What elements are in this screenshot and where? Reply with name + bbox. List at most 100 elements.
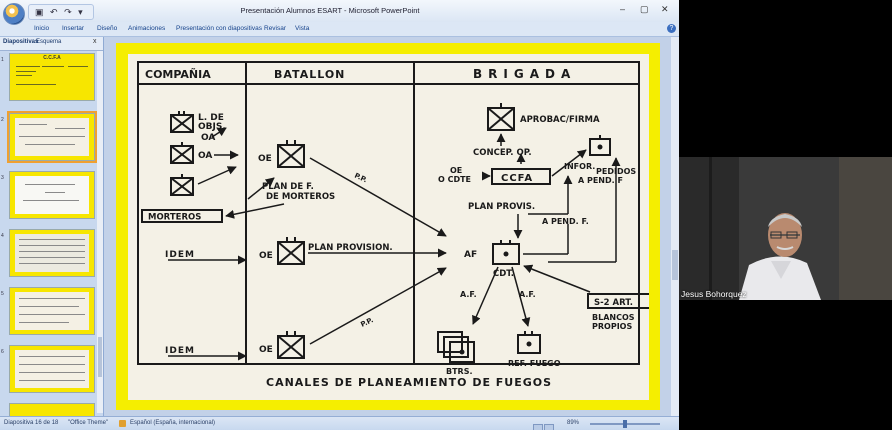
office-button-icon[interactable]: [3, 3, 25, 25]
normal-view-icon[interactable]: [533, 424, 543, 430]
tab-inicio[interactable]: Inicio: [34, 25, 50, 32]
slide-yellow-frame: COMPAÑIA BATALLON BRIGADA L. DE OBJS.: [116, 43, 660, 410]
save-icon[interactable]: ▣: [35, 7, 44, 17]
tab-diseno[interactable]: Diseño: [97, 25, 118, 32]
help-icon[interactable]: ?: [667, 24, 676, 33]
powerpoint-window: ▣ ↶ ↷ ▾ Presentación Alumnos ESART - Mic…: [0, 0, 679, 430]
theme-name: "Office Theme": [68, 420, 109, 426]
status-bar: Diapositiva 16 de 18 "Office Theme" Espa…: [0, 416, 679, 430]
close-button[interactable]: ✕: [661, 4, 669, 14]
fire-planning-diagram: COMPAÑIA BATALLON BRIGADA L. DE OBJS.: [137, 61, 651, 389]
label-concep: CONCEP. OP.: [473, 148, 532, 158]
thumbnail-number: 3: [1, 175, 4, 181]
quick-access-toolbar: ▣ ↶ ↷ ▾: [28, 4, 94, 20]
zoom-slider-knob[interactable]: [623, 420, 627, 428]
close-pane-icon[interactable]: x: [93, 38, 97, 45]
window-title: Presentación Alumnos ESART - Microsoft P…: [240, 6, 420, 15]
label-a-pend: A PEND. F.: [542, 217, 589, 226]
battalion-unit-symbols: [277, 140, 305, 359]
label-oe-cdte-2: O CDTE: [438, 175, 471, 184]
webcam-video: Jesus Bohorquez: [679, 157, 892, 300]
label-morteros: MORTEROS: [148, 213, 201, 223]
slide-scrollbar-thumb[interactable]: [672, 250, 678, 280]
thumbnail-number: 6: [1, 349, 4, 355]
zoom-level[interactable]: 89%: [567, 420, 580, 426]
morteros-box: [141, 209, 223, 223]
label-plan-provis: PLAN PROVIS.: [468, 202, 535, 212]
label-s2-art: S-2 ART.: [594, 298, 633, 308]
slide-editing-area: COMPAÑIA BATALLON BRIGADA L. DE OBJS.: [104, 37, 671, 416]
slide-vertical-scrollbar[interactable]: [671, 37, 679, 416]
label-pp-1: P.P.: [353, 172, 368, 185]
customize-qat-icon[interactable]: ▾: [78, 7, 83, 17]
undo-icon[interactable]: ↶: [50, 7, 58, 17]
slide-thumbnail-6[interactable]: [9, 345, 95, 393]
thumbnail-number: 2: [1, 117, 4, 123]
tab-insertar[interactable]: Insertar: [62, 25, 85, 32]
label-af: AF: [464, 250, 477, 260]
header-brigade: BRIGADA: [473, 67, 576, 81]
label-blancos-1: BLANCOS: [592, 313, 635, 322]
thumbnail-number: 5: [1, 291, 4, 297]
label-oe-2: OE: [259, 251, 273, 261]
slide-thumbnail-2[interactable]: [7, 111, 97, 163]
slides-pane: Diapositivas Esquema x 1 C.C.F.A 2 3: [0, 37, 104, 416]
slide-footer-title: CANALES DE PLANEAMIENTO DE FUEGOS: [266, 376, 552, 389]
tab-slides[interactable]: Diapositivas: [3, 39, 39, 45]
ribbon-tabs: Inicio Insertar Diseño Animaciones Prese…: [0, 22, 679, 37]
label-obj-2: OBJS.: [198, 122, 226, 132]
label-af-left: A.F.: [460, 290, 477, 299]
tab-revisar[interactable]: Revisar: [264, 25, 287, 32]
pane-scrollbar[interactable]: [97, 51, 103, 413]
label-oe-3: OE: [259, 345, 273, 355]
label-aprobac: APROBAC/FIRMA: [520, 115, 600, 125]
label-af-right: A.F.: [519, 290, 536, 299]
title-bar: ▣ ↶ ↷ ▾ Presentación Alumnos ESART - Mic…: [0, 0, 679, 25]
brigade-unit-symbols: [437, 103, 651, 363]
redo-icon[interactable]: ↷: [64, 7, 72, 17]
webcam-person-image: [679, 157, 892, 300]
tab-outline[interactable]: Esquema: [36, 39, 62, 45]
thumbnail-number: 4: [1, 233, 4, 239]
slide-thumbnail-5[interactable]: [9, 287, 95, 335]
label-oa-2: OA: [198, 151, 212, 161]
slide-thumbnail-7[interactable]: [9, 403, 95, 416]
tab-animaciones[interactable]: Animaciones: [128, 25, 166, 32]
maximize-button[interactable]: ▢: [640, 4, 649, 14]
tab-presentacion[interactable]: Presentación con diapositivas: [176, 25, 262, 32]
slide-thumbnail-1[interactable]: C.C.F.A: [9, 53, 95, 101]
label-oa-1: OA: [201, 133, 215, 143]
label-idem-1: IDEM: [165, 250, 195, 260]
slide-thumbnail-3[interactable]: [9, 171, 95, 219]
label-pedidos-2: A PEND. F: [578, 176, 623, 185]
header-battalion: BATALLON: [274, 68, 345, 81]
slide-thumbnail-4[interactable]: [9, 229, 95, 277]
label-ccfa: CCFA: [501, 173, 533, 184]
spell-check-icon[interactable]: [119, 420, 126, 427]
slide-canvas[interactable]: COMPAÑIA BATALLON BRIGADA L. DE OBJS.: [128, 54, 651, 400]
thumbnail-title: C.C.F.A: [43, 55, 61, 61]
label-infor: INFOR.: [564, 162, 595, 171]
label-oe-batallon: OE: [258, 154, 272, 164]
slide-sorter-view-icon[interactable]: [544, 424, 554, 430]
label-plan-morteros-2: DE MORTEROS: [266, 192, 335, 202]
label-pp-2: P.P.: [359, 316, 374, 329]
participant-name: Jesus Bohorquez: [681, 289, 747, 299]
label-plan-morteros-1: PLAN DE F.: [262, 182, 314, 192]
minimize-button[interactable]: –: [620, 4, 626, 14]
label-plan-provision: PLAN PROVISION.: [308, 243, 393, 253]
label-ref-fuego: REF. FUEGO: [508, 359, 561, 368]
thumbnail-number: 1: [1, 57, 4, 63]
slide-counter: Diapositiva 16 de 18: [4, 420, 59, 426]
label-oe-cdte-1: OE: [450, 166, 462, 175]
label-blancos-2: PROPIOS: [592, 322, 632, 331]
label-cdt: CDT.: [493, 269, 514, 279]
tab-vista[interactable]: Vista: [295, 25, 310, 32]
header-company: COMPAÑIA: [145, 68, 211, 81]
pane-scrollbar-thumb[interactable]: [98, 337, 102, 377]
label-idem-2: IDEM: [165, 346, 195, 356]
view-buttons: [533, 420, 563, 430]
language-indicator[interactable]: Español (España, internacional): [130, 420, 216, 426]
pane-tabs: Diapositivas Esquema x: [0, 37, 103, 51]
company-unit-symbols: [170, 111, 194, 196]
